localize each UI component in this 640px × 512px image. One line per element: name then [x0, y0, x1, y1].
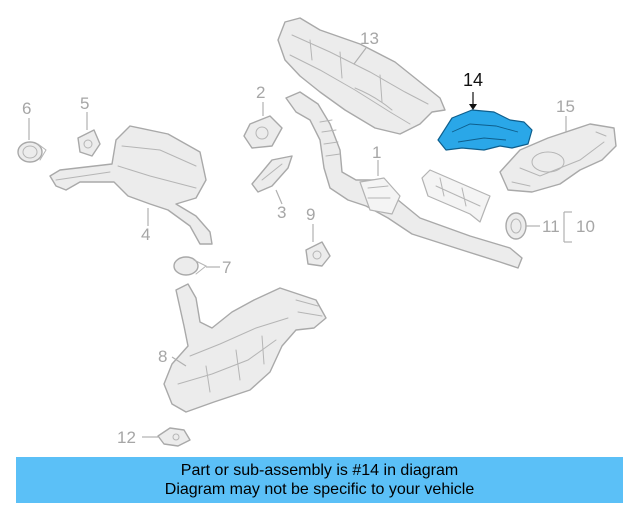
part-8-muffler-assembly[interactable]: [163, 283, 327, 413]
callout-14: 14: [463, 70, 483, 90]
part-3-bracket[interactable]: [251, 155, 293, 193]
callout-10: 10: [576, 217, 595, 236]
callout-8: 8: [158, 347, 167, 366]
part-4-rear-muffler[interactable]: [49, 125, 213, 245]
part-5-rubber-mount[interactable]: [77, 129, 101, 157]
callout-11: 11: [542, 217, 560, 236]
part-7-clamp[interactable]: [173, 256, 207, 276]
callout-15: 15: [556, 97, 575, 116]
part-2-gasket[interactable]: [243, 115, 283, 149]
banner-line-2: Diagram may not be specific to your vehi…: [164, 481, 475, 498]
part-14-heat-shield-highlighted[interactable]: [437, 109, 533, 151]
callout-6: 6: [22, 99, 31, 118]
mounting-bracket: [421, 169, 491, 223]
callout-5: 5: [80, 94, 89, 113]
callout-4: 4: [141, 225, 150, 244]
callout-1: 1: [372, 143, 381, 162]
callout-2: 2: [256, 83, 265, 102]
part-6-clamp[interactable]: [17, 141, 47, 163]
part-1-front-pipe-converter[interactable]: [285, 91, 523, 269]
banner-line-1: Part or sub-assembly is #14 in diagram: [180, 462, 459, 479]
part-15-heat-shield[interactable]: [499, 123, 617, 193]
callout-13: 13: [360, 29, 379, 48]
callout-3: 3: [277, 203, 286, 222]
callout-7: 7: [222, 258, 231, 277]
part-11-hanger[interactable]: [505, 212, 527, 240]
callout-12: 12: [117, 428, 136, 447]
info-banner: Part or sub-assembly is #14 in diagram D…: [16, 457, 623, 503]
callout-9: 9: [306, 205, 315, 224]
part-12-clamp[interactable]: [157, 427, 191, 447]
part-13-heat-shield[interactable]: [277, 17, 446, 135]
part-9-hanger[interactable]: [305, 241, 331, 267]
